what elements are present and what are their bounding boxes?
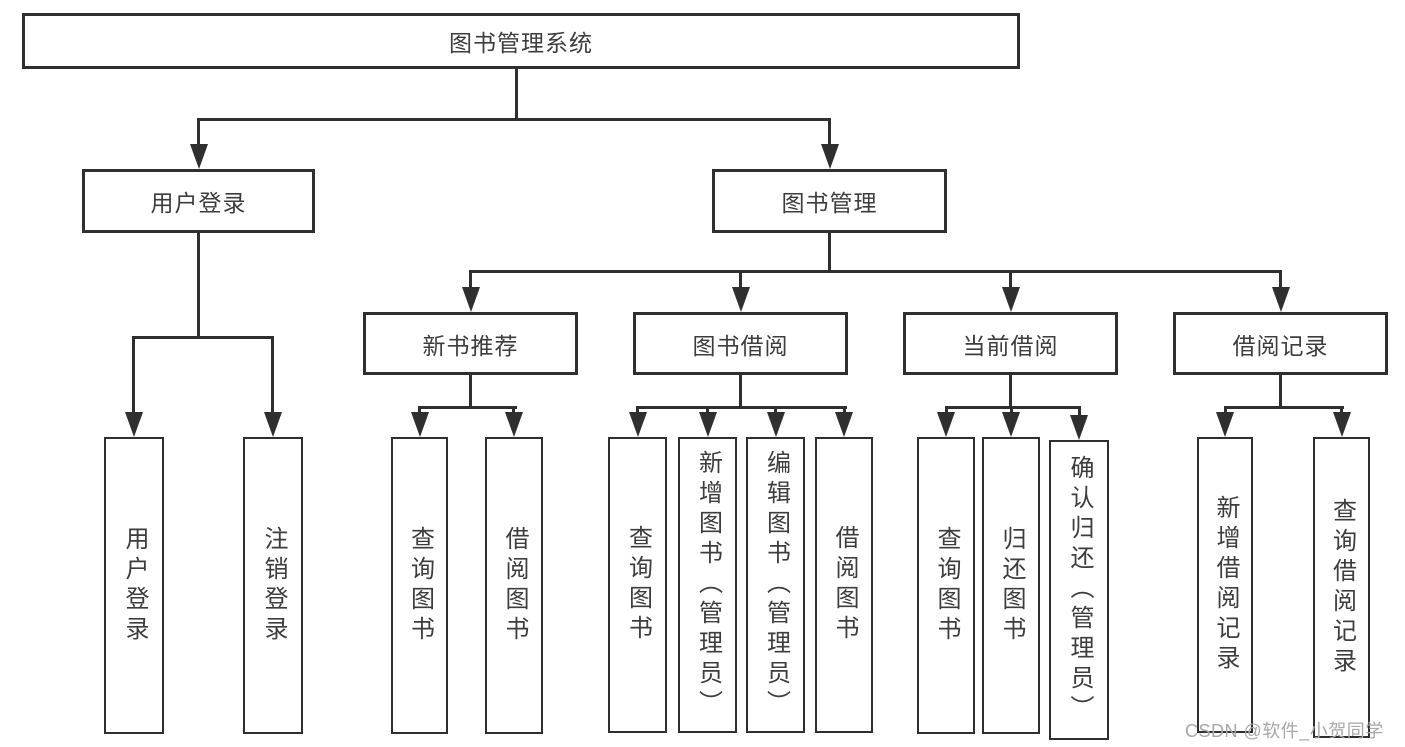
node-book-borrowing-label: 图书借阅 [692, 332, 789, 359]
connector-line [1078, 406, 1081, 418]
arrow-down-icon [1002, 287, 1020, 312]
connector-line [418, 406, 517, 409]
connector-line [197, 118, 200, 147]
leaf-query-books-2: 查询图书 [608, 437, 667, 733]
leaf-user-login-label: 用户登录 [121, 525, 148, 646]
leaf-borrow-books-1-label: 借阅图书 [501, 525, 528, 646]
leaf-edit-books-admin: 编辑图书（管理员） [746, 437, 805, 733]
arrow-down-icon [411, 412, 429, 437]
leaf-query-books-3: 查询图书 [917, 437, 975, 734]
leaf-confirm-return-admin: 确认归还（管理员） [1049, 440, 1109, 740]
leaf-add-books-admin-label: 新增图书（管理员） [694, 450, 722, 720]
connector-line [636, 406, 847, 409]
leaf-query-borrow-record-label: 查询借阅记录 [1328, 497, 1356, 678]
leaf-query-books-3-label: 查询图书 [933, 525, 960, 646]
connector-line [469, 270, 472, 290]
connector-line [706, 406, 709, 416]
csdn-watermark: CSDN @软件_小贺同学 [1185, 721, 1384, 741]
node-book-management: 图书管理 [712, 169, 947, 233]
leaf-query-books-1-label: 查询图书 [406, 525, 434, 646]
arrow-down-icon [1002, 412, 1020, 437]
connector-line [1279, 375, 1282, 409]
arrow-down-icon [1333, 412, 1351, 437]
node-borrowing-records-label: 借阅记录 [1232, 332, 1329, 359]
leaf-logout-label: 注销登录 [260, 525, 287, 646]
arrow-down-icon [699, 412, 717, 437]
node-library-system: 图书管理系统 [22, 13, 1020, 69]
node-user-login-label: 用户登录 [150, 190, 247, 216]
connector-line [1009, 270, 1012, 290]
connector-line [132, 336, 135, 414]
connector-line [1224, 406, 1344, 409]
connector-line [774, 406, 777, 416]
arrow-down-icon [835, 412, 853, 437]
connector-line [1340, 406, 1343, 416]
leaf-borrow-books-1: 借阅图书 [485, 437, 543, 734]
leaf-logout: 注销登录 [243, 437, 303, 734]
connector-line [828, 118, 831, 147]
arrow-down-icon [629, 412, 647, 437]
node-current-borrowing-label: 当前借阅 [962, 332, 1059, 359]
node-new-book-recommendation: 新书推荐 [363, 312, 578, 375]
connector-line [512, 406, 515, 416]
arrow-down-icon [1216, 412, 1234, 437]
node-new-book-recommendation-label: 新书推荐 [422, 332, 519, 359]
arrow-down-icon [505, 412, 523, 437]
leaf-edit-books-admin-label: 编辑图书（管理员） [762, 450, 790, 720]
leaf-add-borrow-record: 新增借阅记录 [1197, 437, 1253, 733]
connector-line [469, 270, 1281, 273]
connector-line [1010, 406, 1013, 416]
node-book-management-label: 图书管理 [781, 190, 878, 216]
connector-line [271, 336, 274, 414]
connector-line [739, 270, 742, 290]
connector-line [945, 406, 948, 416]
arrow-down-icon [264, 412, 282, 437]
leaf-query-books-2-label: 查询图书 [624, 525, 652, 645]
arrow-down-icon [462, 287, 480, 312]
leaf-confirm-return-admin-label: 确认归还（管理员） [1066, 455, 1093, 725]
connector-line [1224, 406, 1227, 416]
leaf-borrow-books-2-label: 借阅图书 [831, 525, 858, 645]
node-library-system-label: 图书管理系统 [449, 30, 593, 56]
arrow-down-icon [767, 412, 785, 437]
arrow-down-icon [821, 144, 839, 169]
connector-line [1009, 375, 1012, 409]
node-borrowing-records: 借阅记录 [1173, 312, 1388, 375]
node-book-borrowing: 图书借阅 [633, 312, 848, 375]
connector-line [132, 336, 274, 339]
connector-line [739, 375, 742, 409]
arrow-down-icon [190, 144, 208, 169]
connector-line [636, 406, 639, 416]
arrow-down-icon [732, 287, 750, 312]
leaf-return-books-label: 归还图书 [998, 525, 1025, 646]
connector-line [843, 406, 846, 416]
leaf-user-login: 用户登录 [104, 437, 164, 734]
arrow-down-icon [125, 412, 143, 437]
leaf-add-books-admin: 新增图书（管理员） [678, 437, 737, 733]
connector-line [418, 406, 421, 416]
arrow-down-icon [937, 412, 955, 437]
node-current-borrowing: 当前借阅 [903, 312, 1118, 375]
connector-line [828, 233, 831, 273]
node-user-login: 用户登录 [82, 169, 315, 233]
connector-line [197, 118, 831, 121]
arrow-down-icon [1272, 287, 1290, 312]
connector-line [515, 68, 518, 120]
leaf-query-borrow-record: 查询借阅记录 [1313, 437, 1370, 738]
connector-line [945, 406, 1081, 409]
leaf-add-borrow-record-label: 新增借阅记录 [1212, 495, 1239, 675]
leaf-return-books: 归还图书 [982, 437, 1040, 734]
arrow-down-icon [1070, 415, 1088, 440]
leaf-query-books-1: 查询图书 [391, 437, 448, 734]
connector-line [197, 233, 200, 339]
connector-line [1279, 270, 1282, 290]
connector-line [469, 375, 472, 409]
leaf-borrow-books-2: 借阅图书 [815, 437, 873, 733]
